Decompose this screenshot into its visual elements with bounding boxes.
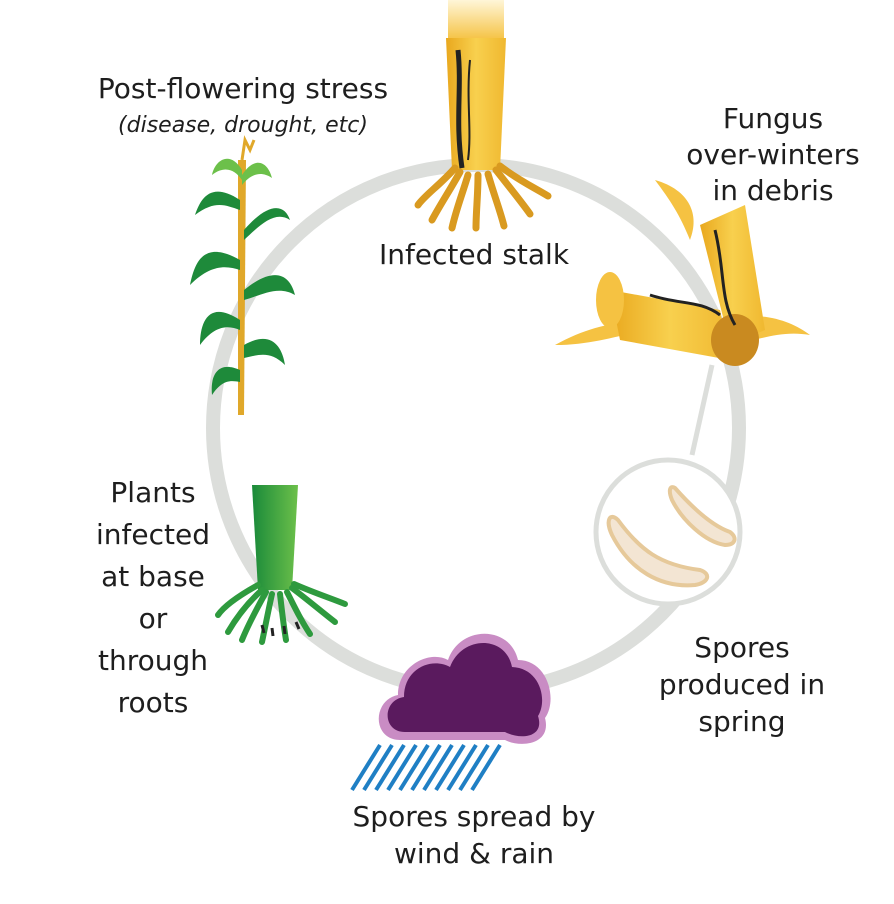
svg-text:produced in: produced in: [659, 668, 825, 701]
svg-text:Spores spread by: Spores spread by: [353, 800, 596, 833]
svg-text:infected: infected: [96, 518, 210, 551]
stress-subtitle: (disease, drought, etc): [118, 113, 368, 138]
svg-text:Spores: Spores: [694, 631, 789, 664]
svg-text:over-winters: over-winters: [686, 138, 859, 171]
svg-text:roots: roots: [118, 686, 189, 719]
svg-text:wind & rain: wind & rain: [394, 837, 554, 870]
svg-text:at base: at base: [101, 560, 205, 593]
plants-infected-label: Plants infected at base or through roots: [96, 476, 210, 719]
spores-magnifier: [593, 364, 743, 607]
infected-plant-base-illustration: [215, 485, 348, 645]
svg-text:in debris: in debris: [712, 174, 833, 207]
svg-text:Fungus: Fungus: [723, 102, 823, 135]
spore: [667, 485, 737, 548]
spores-produced-label: Spores produced in spring: [659, 631, 825, 738]
corn-plant-illustration: [190, 135, 295, 415]
svg-text:Plants: Plants: [110, 476, 195, 509]
debris-illustration: [555, 180, 810, 366]
infected-stalk-label: Infected stalk: [379, 238, 570, 271]
fungus-label: Fungus over-winters in debris: [686, 102, 859, 207]
spores-spread-label: Spores spread by wind & rain: [353, 800, 596, 870]
infected-stalk-illustration: [414, 0, 552, 232]
svg-text:or: or: [139, 602, 168, 635]
stress-label: Post-flowering stress: [98, 72, 388, 105]
rain-cloud-illustration: [350, 633, 551, 792]
svg-text:through: through: [98, 644, 208, 677]
svg-text:spring: spring: [698, 705, 785, 738]
spore: [606, 514, 710, 588]
